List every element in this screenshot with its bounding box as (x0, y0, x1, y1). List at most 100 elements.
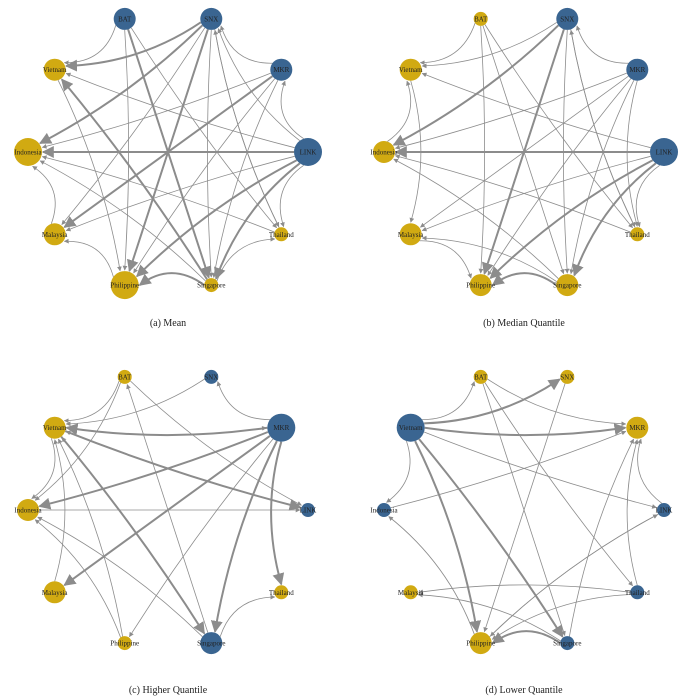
node-malaysia (403, 585, 418, 600)
edge-indonesia-to-mkr (390, 430, 627, 509)
edge-thailand-to-malaysia (418, 584, 631, 595)
node-singapore (560, 636, 575, 651)
edge-vietnam-to-indonesia (386, 440, 411, 503)
node-philippine (469, 632, 492, 655)
edge-malaysia-to-philippine (419, 240, 473, 279)
edge-mkr-to-indonesia (394, 72, 627, 150)
node-philippine (469, 274, 492, 297)
node-snx (560, 369, 575, 384)
node-vietnam (43, 58, 66, 81)
node-philippine (117, 636, 132, 651)
node-malaysia (43, 581, 66, 604)
edge-snx-to-philippine (483, 383, 566, 633)
node-label-link: LINK (300, 149, 317, 157)
edge-link-to-philippine (490, 513, 659, 637)
edge-bat-to-thailand (130, 27, 277, 229)
edge-singapore-to-bat (126, 384, 209, 633)
node-vietnam (396, 413, 425, 442)
edge-philippine-to-link (489, 514, 658, 637)
edge-link-to-vietnam (421, 72, 651, 149)
edge-philippine-to-malaysia (63, 238, 114, 278)
edge-link-to-vietnam (65, 430, 302, 509)
edge-bat-to-vietnam (63, 380, 120, 424)
edge-mkr-to-thailand (626, 80, 639, 227)
node-label-bat: BAT (118, 15, 132, 23)
node-label-thailand: Thailand (625, 231, 650, 239)
edge-vietnam-to-mkr (424, 423, 627, 437)
node-snx (556, 7, 579, 30)
node-label-snx: SNX (204, 373, 218, 381)
panel-caption: (c) Higher Quantile (129, 685, 208, 696)
edge-vietnam-to-link (423, 431, 657, 509)
edge-group (31, 378, 302, 638)
edge-singapore-to-indonesia (37, 516, 203, 637)
node-vietnam (43, 416, 66, 439)
node-snx (200, 7, 223, 30)
edge-thailand-to-snx (213, 29, 280, 228)
edge-bat-to-mkr (487, 378, 627, 427)
node-philippine (110, 271, 139, 300)
edge-thailand-to-mkr (626, 439, 639, 586)
edge-mkr-to-singapore (212, 80, 279, 278)
edge-bat-to-singapore (482, 25, 565, 275)
node-label-philippine: Philippine (110, 282, 139, 290)
node-label-snx: SNX (560, 373, 574, 381)
node-label-bat: BAT (474, 373, 488, 381)
edge-mkr-to-snx (216, 381, 270, 420)
edge-thailand-to-philippine (491, 594, 631, 640)
node-label-link: LINK (656, 507, 673, 515)
edge-singapore-to-thailand (219, 594, 276, 637)
edge-link-to-malaysia (65, 155, 295, 232)
edge-thailand-to-indonesia (394, 154, 631, 233)
node-link (301, 503, 315, 517)
node-label-vietnam: Vietnam (399, 66, 423, 74)
edge-mkr-to-snx (575, 25, 629, 64)
node-mkr (270, 58, 293, 81)
node-bat (113, 7, 136, 30)
edge-snx-to-vietnam (65, 21, 202, 72)
edge-snx-to-malaysia (61, 27, 206, 225)
edge-vietnam-to-philippine (57, 80, 122, 272)
edge-bat-to-thailand (484, 382, 633, 587)
node-label-bat: BAT (474, 15, 488, 23)
edge-mkr-to-singapore (210, 440, 278, 633)
node-label-thailand: Thailand (269, 231, 294, 239)
edge-bat-to-philippine (478, 25, 485, 274)
node-label-thailand: Thailand (625, 589, 650, 597)
edge-snx-to-indonesia (392, 24, 560, 146)
edge-singapore-to-indonesia (393, 158, 559, 279)
node-indonesia (14, 138, 42, 166)
panel-caption: (b) Median Quantile (483, 318, 565, 329)
edge-vietnam-to-bat (422, 381, 476, 420)
edge-bat-to-thailand (484, 24, 633, 229)
node-link (650, 138, 678, 166)
node-label-vietnam: Vietnam (399, 424, 423, 432)
edge-philippine-to-indonesia (34, 519, 121, 638)
edge-vietnam-to-link (64, 430, 302, 511)
node-label-snx: SNX (560, 15, 574, 23)
node-vietnam (399, 58, 422, 81)
node-label-link: LINK (300, 507, 317, 515)
edge-singapore-to-philippine (491, 630, 561, 644)
node-label-vietnam: Vietnam (43, 424, 67, 432)
edge-bat-to-vietnam (63, 25, 117, 66)
edge-singapore-to-philippine (138, 272, 205, 286)
edge-singapore-to-indonesia (39, 160, 206, 282)
edge-link-to-malaysia (421, 155, 651, 232)
node-label-vietnam: Vietnam (43, 66, 67, 74)
node-indonesia (377, 503, 391, 517)
node-label-philippine: Philippine (466, 282, 495, 290)
node-label-indonesia: Indonesia (14, 507, 42, 515)
edge-link-to-mkr (637, 438, 663, 504)
edge-singapore-to-vietnam (61, 437, 206, 635)
node-singapore (200, 632, 223, 655)
edge-link-to-thailand (635, 164, 660, 228)
edge-vietnam-to-philippine (414, 440, 482, 633)
edge-mkr-to-philippine (129, 438, 274, 638)
edge-singapore-to-thailand (216, 236, 276, 282)
node-thailand (274, 585, 289, 600)
